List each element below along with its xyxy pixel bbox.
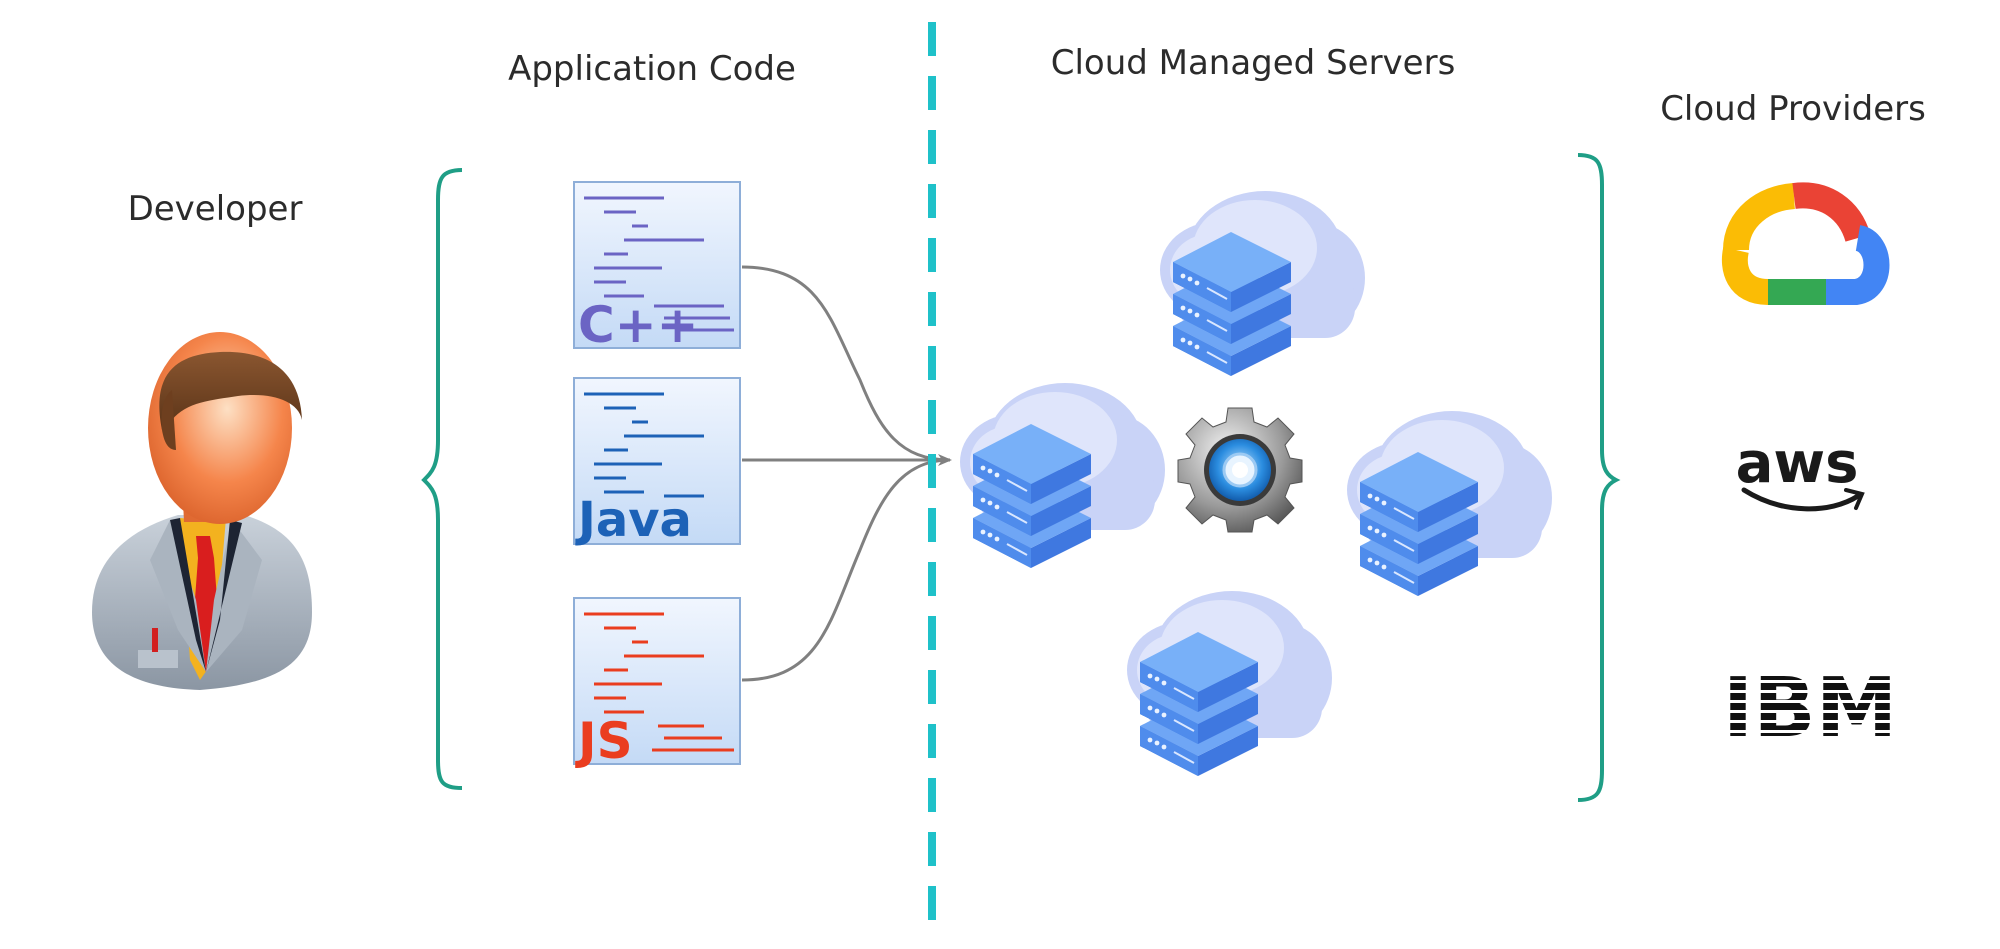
developer-icon [92, 332, 312, 690]
server-cloud-icon [1126, 590, 1333, 777]
code-file-js: JS [573, 597, 741, 770]
connector-js [741, 454, 952, 682]
code-file-java: Java [573, 377, 741, 548]
ibm-text: IBM [1723, 661, 1898, 756]
developer-label: Developer [127, 189, 303, 229]
server-cloud-icon [1346, 410, 1553, 597]
cloud-providers-label: Cloud Providers [1660, 89, 1926, 129]
connector-cpp [741, 265, 951, 462]
server-cloud-icon [1159, 190, 1366, 377]
left-brace [421, 168, 463, 790]
code-file-cpp: C++ [573, 181, 741, 354]
code-language-java: Java [575, 492, 692, 548]
cloud-managed-servers-label: Cloud Managed Servers [1050, 43, 1456, 83]
connectors [741, 265, 952, 682]
gear-icon [1177, 407, 1303, 533]
aws-smile [1741, 487, 1861, 512]
ibm-logo: IBM [1723, 661, 1898, 756]
server-cloud-icon [959, 382, 1166, 569]
right-brace [1577, 153, 1621, 802]
google-cloud-logo [1721, 182, 1890, 305]
aws-logo: aws [1736, 431, 1865, 512]
code-language-js: JS [575, 712, 633, 770]
code-language-cpp: C++ [578, 296, 698, 354]
aws-text: aws [1736, 431, 1859, 496]
application-code-label: Application Code [508, 49, 796, 89]
